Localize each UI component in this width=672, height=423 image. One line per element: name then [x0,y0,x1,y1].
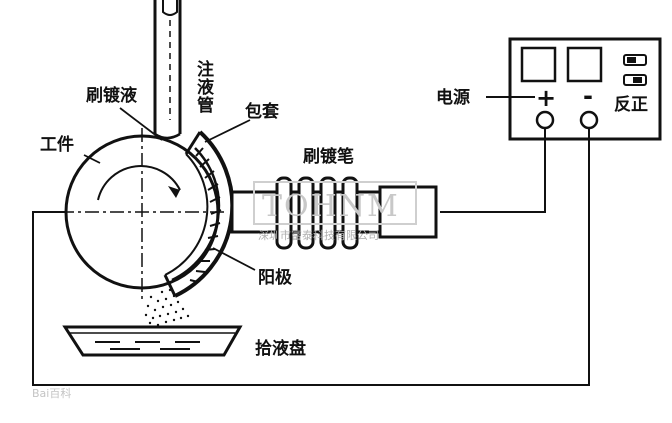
leader-workpiece [83,154,101,164]
label-minus: - [583,82,593,110]
watermark-logo: TOHNM [262,189,400,224]
wire-positive [440,128,546,213]
watermark: TOHNM 深圳市富泰科技有限公司 Bai百科 [32,181,417,400]
plating-pen [230,176,438,250]
label-power-supply: 电源 [436,87,470,108]
meter-left [520,46,557,83]
watermark-company: 深圳市富泰科技有限公司 [258,228,379,242]
leader-plating-solution [119,107,163,141]
watermark-logo-box [253,181,417,225]
label-plus: + [536,84,556,112]
meter-right [566,46,603,83]
leader-wrap [204,119,251,143]
leader-lines [83,107,256,271]
switch-lower [623,74,647,86]
label-injection-tube: 注液管 [193,59,214,114]
wrap-arc [164,153,209,276]
workpiece [60,128,225,300]
circuit-wires [32,128,590,386]
leader-anode [212,247,256,271]
label-reverse-forward: 反正 [614,95,648,115]
pen-fin-2 [297,176,315,250]
label-plating-solution: 刷镀液 [86,85,137,106]
label-anode: 阳极 [258,268,292,288]
switch-lower-knob [633,77,642,83]
collector-tray [62,325,243,357]
anode-segments [189,147,222,283]
text-labels: 注液管 刷镀液 包套 工件 刷镀笔 阳极 拾液盘 电源 反正 + - [40,59,648,359]
watermark-source: Bai百科 [32,386,71,400]
pen-fin-4 [341,176,359,250]
label-workpiece: 工件 [40,134,74,155]
switch-upper [623,54,647,66]
wire-negative [32,128,590,386]
switch-upper-knob [627,57,636,63]
anode-inner-arc [171,147,221,282]
label-plating-pen: 刷镀笔 [303,146,354,167]
rotation-arrow [97,165,181,201]
injection-tube [153,0,182,140]
power-supply-box [486,37,662,141]
pen-fin-3 [319,176,337,250]
label-wrap: 包套 [245,101,280,122]
negative-terminal [579,110,599,130]
label-collector-tray: 拾液盘 [255,338,306,359]
positive-terminal [535,110,555,130]
pen-fin-1 [275,176,293,250]
